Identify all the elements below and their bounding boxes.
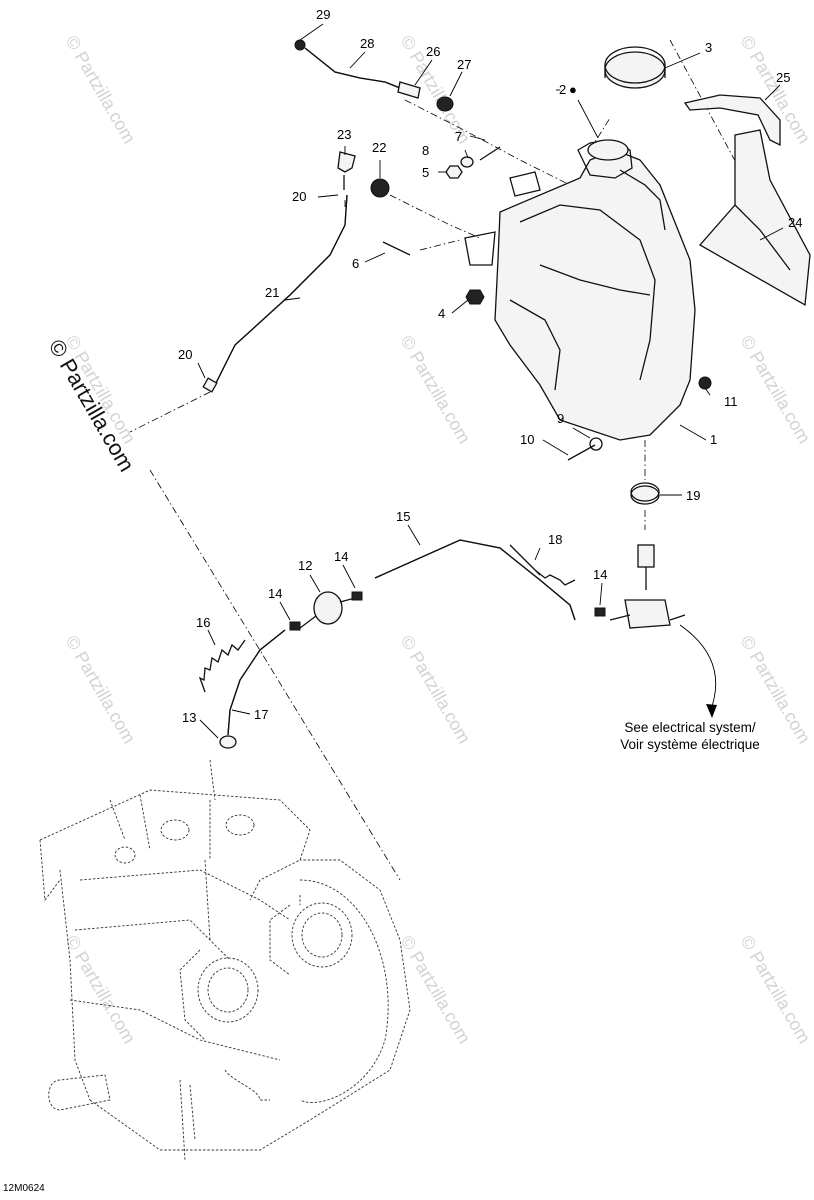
callout-1: 1 — [710, 432, 717, 447]
callout-24: 24 — [788, 215, 802, 230]
oil-tank — [464, 139, 696, 441]
watermark-tile: © Partzilla.com — [397, 332, 475, 447]
heat-shield — [698, 129, 811, 307]
watermark-tile: © Partzilla.com — [737, 332, 814, 447]
watermark-layer: © Partzilla.com © Partzilla.com © Partzi… — [62, 32, 814, 1047]
oil-drop-symbol: ● — [569, 82, 577, 97]
clamp-14a — [289, 621, 301, 631]
callout-15: 15 — [396, 509, 410, 524]
hose-17 — [219, 629, 286, 749]
callout-28: 28 — [360, 36, 374, 51]
callout-26: 26 — [426, 44, 440, 59]
callout-10: 10 — [520, 432, 534, 447]
watermark-tile: © Partzilla.com — [397, 632, 475, 747]
callout-20b: 20 — [178, 347, 192, 362]
rubber-strip — [683, 94, 781, 147]
hose-21 — [202, 194, 348, 393]
callout-21: 21 — [265, 285, 279, 300]
oil-line-15 — [374, 539, 576, 621]
callout-18: 18 — [548, 532, 562, 547]
note-line-1: See electrical system/ — [624, 720, 756, 735]
filler-cap — [604, 46, 666, 89]
callout-17: 17 — [254, 707, 268, 722]
callout-5: 5 — [422, 165, 429, 180]
callout-7: 7 — [455, 129, 462, 144]
callout-11: 11 — [724, 394, 738, 409]
callout-19: 19 — [686, 488, 700, 503]
bottom-fasteners — [567, 376, 712, 505]
callout-20a: 20 — [292, 189, 306, 204]
callout-22: 22 — [372, 140, 386, 155]
electrical-arrow — [679, 624, 717, 713]
watermark-tile: © Partzilla.com — [62, 32, 140, 147]
oil-filter-12 — [299, 591, 356, 629]
callout-27: 27 — [457, 57, 471, 72]
callout-29: 29 — [316, 7, 330, 22]
callout-2: 2 — [559, 82, 566, 97]
engine-block — [39, 759, 411, 1161]
assembly-lines — [129, 39, 741, 881]
arrow-head — [706, 704, 717, 718]
leader-lines — [197, 23, 784, 739]
watermark-tile: © Partzilla.com — [737, 932, 814, 1047]
callout-6: 6 — [352, 256, 359, 271]
elbow-fitting — [337, 151, 356, 190]
note-line-2: Voir système électrique — [620, 737, 760, 752]
callout-14b: 14 — [334, 549, 348, 564]
callout-12: 12 — [298, 558, 312, 573]
clamp-14c — [594, 607, 606, 617]
callout-4: 4 — [438, 306, 445, 321]
callout-23: 23 — [337, 127, 351, 142]
callout-14a: 14 — [268, 586, 282, 601]
callout-3: 3 — [705, 40, 712, 55]
callout-16: 16 — [196, 615, 210, 630]
callout-14c: 14 — [593, 567, 607, 582]
callout-8: 8 — [422, 143, 429, 158]
drawing-code: 12M0624 — [3, 1183, 45, 1194]
callouts: 29 28 26 27 3 2 ● 25 24 23 22 7 8 5 20 6… — [178, 7, 802, 725]
bolts — [382, 146, 501, 305]
callout-13: 13 — [182, 710, 196, 725]
watermark-tile: © Partzilla.com — [62, 632, 140, 747]
callout-9: 9 — [557, 411, 564, 426]
grommet-22 — [370, 178, 390, 198]
oil-level-sensor-fitting — [609, 544, 686, 629]
clamp-14b — [351, 591, 363, 601]
spring-16 — [198, 639, 246, 693]
watermark-tile: © Partzilla.com — [397, 932, 475, 1047]
spring-18 — [509, 544, 576, 586]
vent-hose — [294, 39, 454, 112]
electrical-system-note: See electrical system/ Voir système élec… — [590, 719, 790, 753]
callout-25: 25 — [776, 70, 790, 85]
